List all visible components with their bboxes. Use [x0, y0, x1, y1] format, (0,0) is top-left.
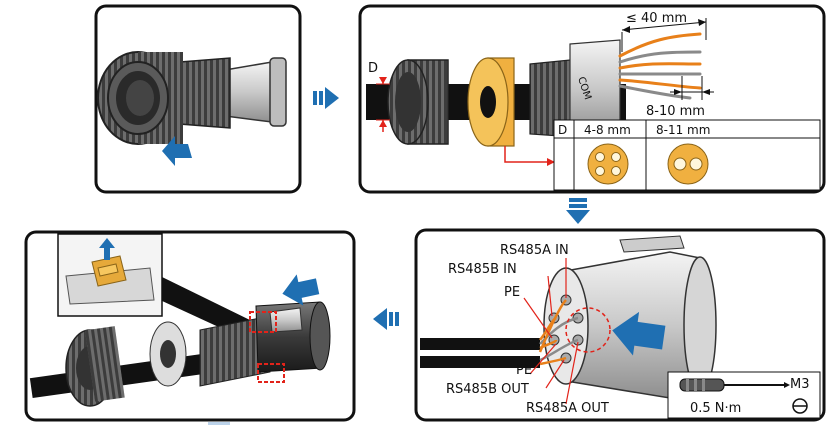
- push-in-arrow-icon: [282, 274, 320, 306]
- screw-slot-icon: [792, 398, 808, 414]
- seal-ring: [467, 57, 515, 147]
- table-header-4-8: 4-8 mm: [584, 123, 631, 137]
- label-rs485a-in: RS485A IN: [500, 243, 569, 258]
- push-up-arrow-icon: [99, 238, 115, 260]
- lower-latch-highlight-box: [257, 363, 285, 383]
- step-4-panel: [24, 230, 356, 422]
- latch-highlight-box: [249, 311, 277, 333]
- swivel-nut: [65, 326, 125, 407]
- label-rs485a-out: RS485A OUT: [526, 401, 609, 416]
- terminal-labels: RS485A IN RS485B IN PE PE RS485B OUT RS4…: [446, 243, 609, 416]
- label-pe-bottom: PE: [516, 363, 532, 378]
- strip-length-label: ≤ 40 mm: [626, 11, 687, 26]
- insulation-strip-label: 8-10 mm: [646, 104, 705, 119]
- unscrew-arrow-icon: [162, 136, 192, 166]
- connector-assembly: [97, 51, 287, 145]
- callout-line: [504, 146, 555, 163]
- cable-upper: [420, 338, 540, 350]
- seal-ring: [149, 321, 187, 387]
- diameter-marker: D: [368, 61, 390, 132]
- seal-two-hole-icon: [667, 143, 709, 185]
- callout-arrow: [547, 158, 555, 166]
- table-header-d: D: [558, 123, 567, 137]
- label-leaders: [523, 258, 579, 405]
- connector-body: [199, 301, 331, 387]
- cable-lower: [420, 356, 540, 368]
- step-1-panel: [94, 4, 302, 194]
- strip-length-dimension: ≤ 40 mm: [621, 11, 707, 52]
- table-header-8-11: 8-11 mm: [656, 123, 710, 137]
- step-2-panel: COM ≤ 40 mm 8-10 mm: [358, 4, 826, 194]
- swivel-nut: [387, 59, 449, 145]
- step-3-panel: RS485A IN RS485B IN PE PE RS485B OUT RS4…: [414, 228, 826, 422]
- connector-body: COM: [529, 39, 621, 139]
- insulation-dimension: 8-10 mm: [646, 76, 714, 119]
- arrow-down-icon: [566, 198, 590, 224]
- tool-spec-box: M3 0.5 N·m: [667, 371, 821, 419]
- thread-label: M3: [790, 377, 810, 392]
- arrow-left-icon: [373, 308, 399, 330]
- seal-four-hole-icon: [587, 143, 629, 185]
- label-rs485b-out: RS485B OUT: [446, 382, 529, 397]
- screwdriver-icon: [679, 378, 790, 392]
- insert-arrow-icon: [612, 311, 666, 356]
- page-mark: [208, 422, 230, 425]
- highlight-dashed-circle: [565, 307, 611, 353]
- diameter-label: D: [368, 61, 378, 76]
- torque-label: 0.5 N·m: [690, 401, 741, 416]
- seal-size-table: D 4-8 mm 8-11 mm: [553, 119, 821, 191]
- stripped-wires: [618, 32, 702, 100]
- arrow-right-icon: [313, 87, 339, 109]
- label-rs485b-in: RS485B IN: [448, 262, 517, 277]
- label-pe-top: PE: [504, 285, 520, 300]
